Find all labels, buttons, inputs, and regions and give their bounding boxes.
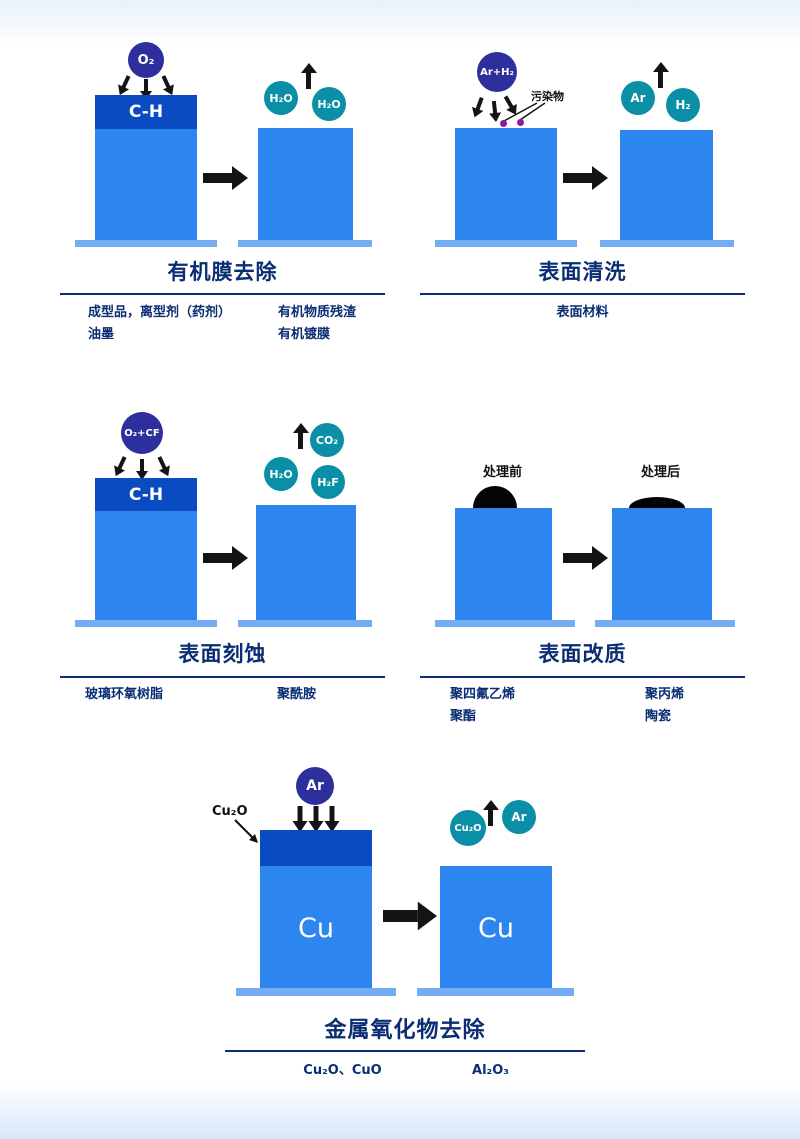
- examples-left: 成型品，离型剂（药剂） 油墨: [88, 302, 231, 346]
- down-left-arrow-icon: [110, 454, 130, 479]
- example-label: 聚酰胺: [277, 687, 317, 702]
- process-arrow-icon: [563, 166, 609, 190]
- oxide-callout-label: Cu₂O: [212, 804, 248, 819]
- substrate-base: [238, 240, 372, 247]
- substrate-base: [75, 240, 217, 247]
- contaminant-dot: [517, 119, 524, 126]
- molecule-ar-icon: Ar: [296, 767, 334, 805]
- up-arrow-icon: [483, 800, 499, 827]
- divider: [420, 293, 745, 295]
- up-arrow-icon: [653, 62, 669, 89]
- after-label: 处理后: [640, 465, 680, 480]
- molecule-o2-cf-icon: O₂+CF: [121, 412, 163, 454]
- example-label: 聚酯: [450, 709, 477, 724]
- divider: [225, 1050, 585, 1052]
- copper-block-after: Cu: [440, 866, 552, 990]
- substrate-base: [238, 620, 372, 627]
- down-arrow-icon: [292, 806, 308, 834]
- contaminant-dot: [500, 120, 507, 127]
- organic-layer-label: C-H: [95, 95, 197, 129]
- substrate-before: C-H: [95, 478, 197, 624]
- molecule-h2-icon: H₂: [666, 88, 700, 122]
- copper-label: Cu: [478, 912, 514, 944]
- copper-label: Cu: [298, 912, 334, 944]
- molecule-co2-icon: CO₂: [310, 423, 344, 457]
- molecule-cu2o-icon: Cu₂O: [450, 810, 486, 846]
- droplet-after: [629, 497, 685, 508]
- substrate-base: [417, 988, 574, 996]
- substrate-base: [236, 988, 396, 996]
- oxide-layer: [260, 830, 372, 866]
- oxide-callout-arrow-icon: [234, 819, 258, 843]
- example-label: Al₂O₃: [472, 1063, 509, 1078]
- divider: [60, 676, 385, 678]
- molecule-h2f-icon: H₂F: [311, 465, 345, 499]
- substrate-before: [455, 508, 552, 622]
- substrate-after: [612, 508, 712, 622]
- callout-lines: [503, 102, 546, 122]
- example-label: 成型品，离型剂（药剂）: [88, 305, 232, 320]
- substrate-after: [620, 130, 713, 243]
- substrate-before: [455, 128, 557, 243]
- molecule-ar-h2-icon: Ar+H₂: [477, 52, 517, 92]
- substrate-after: [256, 505, 356, 622]
- substrate-base: [75, 620, 217, 627]
- example-label: 表面材料: [556, 305, 609, 320]
- panel-title: 表面刻蚀: [178, 642, 267, 666]
- substrate-base: [595, 620, 735, 627]
- molecule-ar-icon: Ar: [621, 81, 655, 115]
- down-left-arrow-icon: [468, 96, 488, 121]
- down-right-arrow-icon: [154, 454, 174, 479]
- droplet-before: [473, 486, 517, 508]
- example-label: 聚丙烯: [645, 687, 685, 702]
- panel-title: 有机膜去除: [167, 260, 278, 284]
- example-label: 有机物质残渣: [278, 305, 357, 320]
- up-arrow-icon: [301, 63, 317, 90]
- before-label: 处理前: [482, 465, 522, 480]
- substrate-before: C-H: [95, 95, 197, 243]
- up-arrow-icon: [293, 423, 309, 450]
- substrate-base: [435, 240, 577, 247]
- examples-right: 聚丙烯 陶瓷: [645, 684, 684, 728]
- organic-layer-label: C-H: [95, 478, 197, 511]
- example-label: 聚四氟乙烯: [450, 687, 516, 702]
- panel-title: 表面改质: [538, 642, 627, 666]
- substrate-after: [258, 128, 353, 243]
- example-label: 玻璃环氧树脂: [85, 687, 164, 702]
- molecule-ar-icon: Ar: [502, 800, 536, 834]
- divider: [60, 293, 385, 295]
- copper-block-before: Cu: [260, 830, 372, 990]
- contaminant-label: 污染物: [531, 90, 564, 103]
- examples-left: 聚四氟乙烯 聚酯: [450, 684, 515, 728]
- panel-title: 表面清洗: [538, 260, 627, 284]
- down-arrow-icon: [136, 459, 148, 481]
- example-label: 油墨: [88, 327, 115, 342]
- divider: [420, 676, 745, 678]
- substrate-base: [600, 240, 734, 247]
- process-arrow-icon: [203, 546, 249, 570]
- process-arrow-icon: [563, 546, 609, 570]
- example-label: 陶瓷: [645, 709, 672, 724]
- substrate-base: [435, 620, 575, 627]
- examples-right: 有机物质残渣 有机镀膜: [278, 302, 356, 346]
- molecule-h2o-icon: H₂O: [312, 87, 346, 121]
- molecule-h2o-icon: H₂O: [264, 457, 298, 491]
- process-arrow-icon: [203, 166, 249, 190]
- process-arrow-icon: [383, 901, 438, 931]
- example-label: 有机镀膜: [278, 327, 331, 342]
- molecule-o2-icon: O₂: [128, 42, 164, 78]
- panel-title: 金属氧化物去除: [324, 1018, 486, 1043]
- down-arrow-icon: [324, 806, 340, 834]
- molecule-h2o-icon: H₂O: [264, 81, 298, 115]
- down-arrow-icon: [308, 806, 324, 834]
- example-label: Cu₂O、CuO: [303, 1063, 382, 1078]
